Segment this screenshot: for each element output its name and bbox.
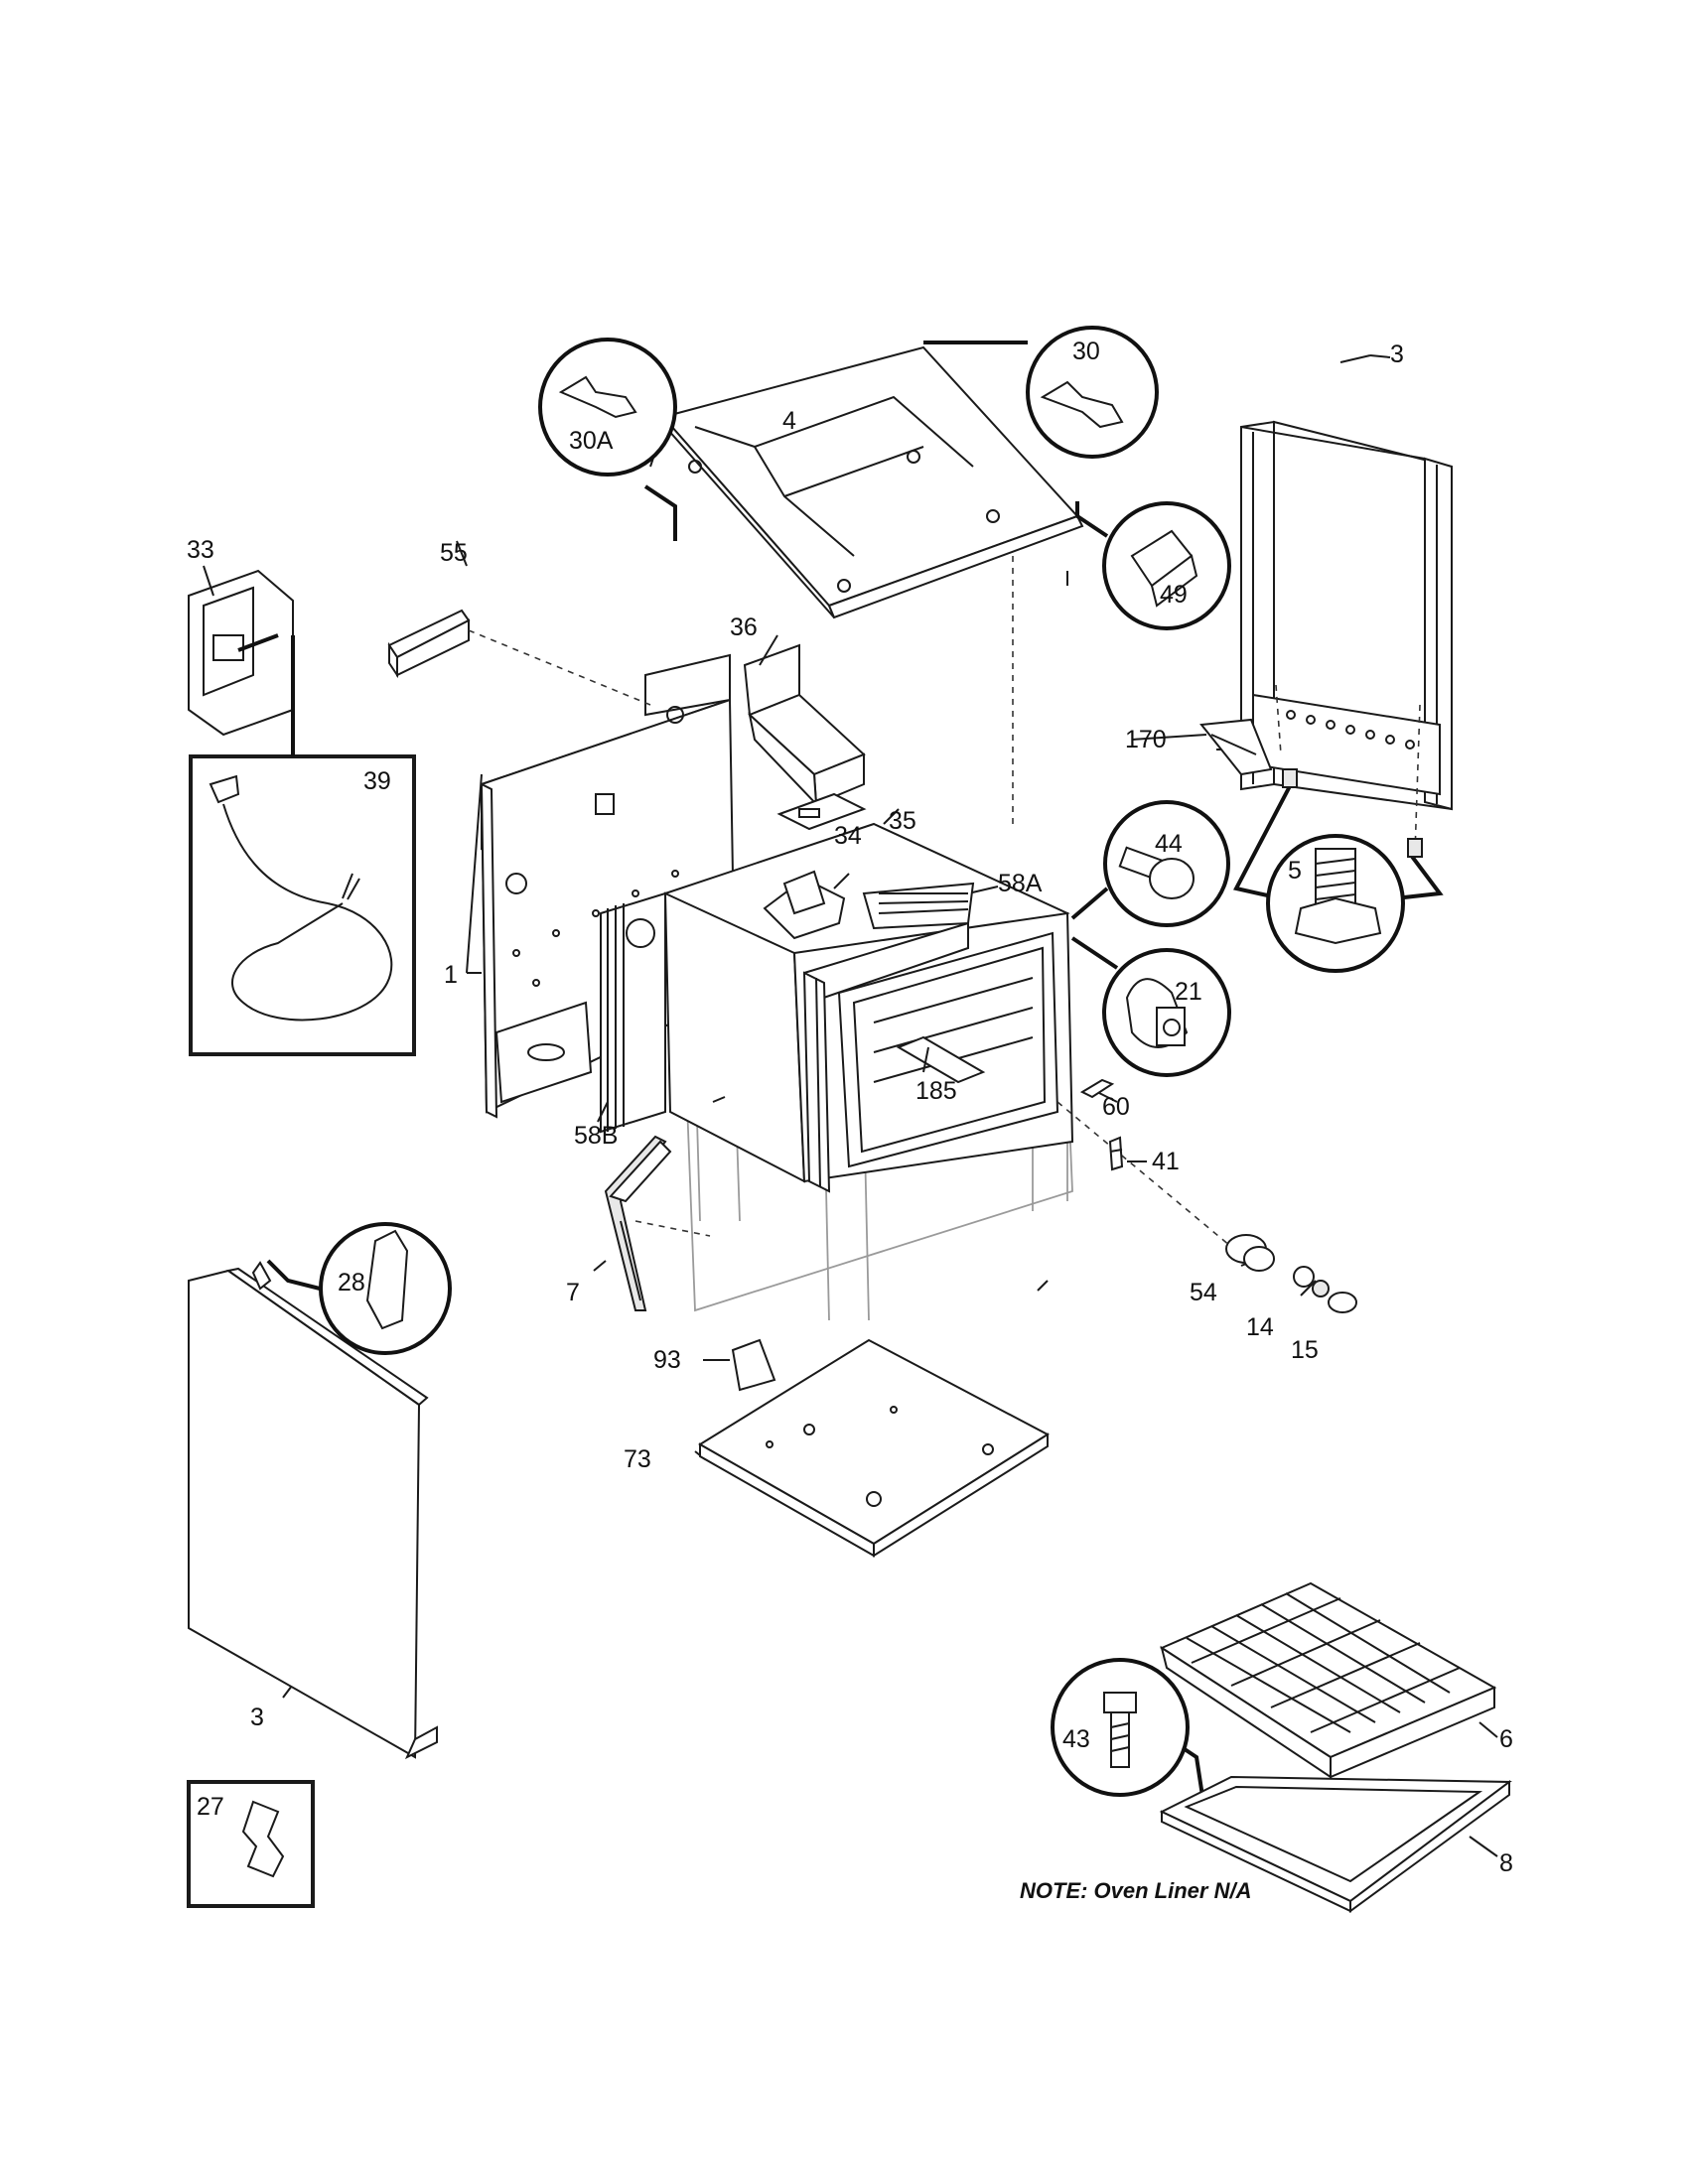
bracket-41 [1108,1136,1124,1171]
clip-box-27 [187,1780,315,1908]
lamp-parts [1225,1234,1357,1313]
junction-box-33 [188,569,294,737]
label-44: 44 [1155,830,1183,858]
label-7: 7 [566,1279,580,1306]
oven-liner-note: NOTE: Oven Liner N/A [1020,1878,1251,1903]
bracket-170 [1199,718,1273,776]
label-27: 27 [197,1793,224,1821]
callout-49 [1102,501,1231,630]
oven-rack [1159,1581,1497,1779]
label-5: 5 [1288,857,1302,885]
side-panel-left [188,1261,438,1760]
label-54: 54 [1190,1279,1217,1306]
label-55: 55 [440,539,468,567]
label-6: 6 [1499,1725,1513,1753]
door-hinge-7 [604,1135,672,1311]
power-cord-box [189,754,416,1056]
insulation-58a [862,882,975,930]
label-28: 28 [338,1269,365,1297]
side-panel-right [1240,354,1453,811]
label-58b: 58B [574,1122,618,1150]
label-60: 60 [1102,1093,1130,1121]
oven-cavity [600,822,1074,1321]
broiler-pan-frame [1159,1775,1512,1913]
label-21: 21 [1175,978,1202,1006]
label-1: 1 [444,961,458,989]
label-43: 43 [1062,1725,1090,1753]
label-3-left: 3 [250,1704,264,1731]
hinge-60 [1079,1078,1115,1099]
label-15: 15 [1291,1336,1319,1364]
duct-55 [387,609,471,679]
label-8: 8 [1499,1849,1513,1877]
label-33: 33 [187,536,214,564]
top-panel [661,345,1084,619]
leveler-screws [1282,768,1423,858]
label-34: 34 [834,822,862,850]
label-73: 73 [624,1445,651,1473]
label-93: 93 [653,1346,681,1374]
bottom-panel [698,1338,1050,1558]
callout-30a [538,338,677,477]
label-3-right: 3 [1390,341,1404,368]
label-4: 4 [782,407,796,435]
label-170: 170 [1125,726,1167,753]
label-30: 30 [1072,338,1100,365]
label-58a: 58A [998,870,1043,897]
label-49: 49 [1160,581,1188,609]
label-30a: 30A [569,427,614,455]
part-labels: 3 4 30 30A 49 33 55 36 39 35 34 58A 58B … [187,338,1513,1877]
label-14: 14 [1246,1313,1274,1341]
label-41: 41 [1152,1148,1180,1175]
callout-5 [1266,834,1405,973]
callout-44 [1103,800,1230,927]
callout-30 [1026,326,1159,459]
vent-duct [743,643,867,831]
label-39: 39 [363,767,391,795]
label-185: 185 [915,1077,957,1105]
label-35: 35 [889,807,916,835]
callout-28 [319,1222,452,1355]
callout-21 [1102,948,1231,1077]
dashed-guides [468,556,1421,1252]
callout-43 [1051,1658,1190,1797]
label-36: 36 [730,614,758,641]
